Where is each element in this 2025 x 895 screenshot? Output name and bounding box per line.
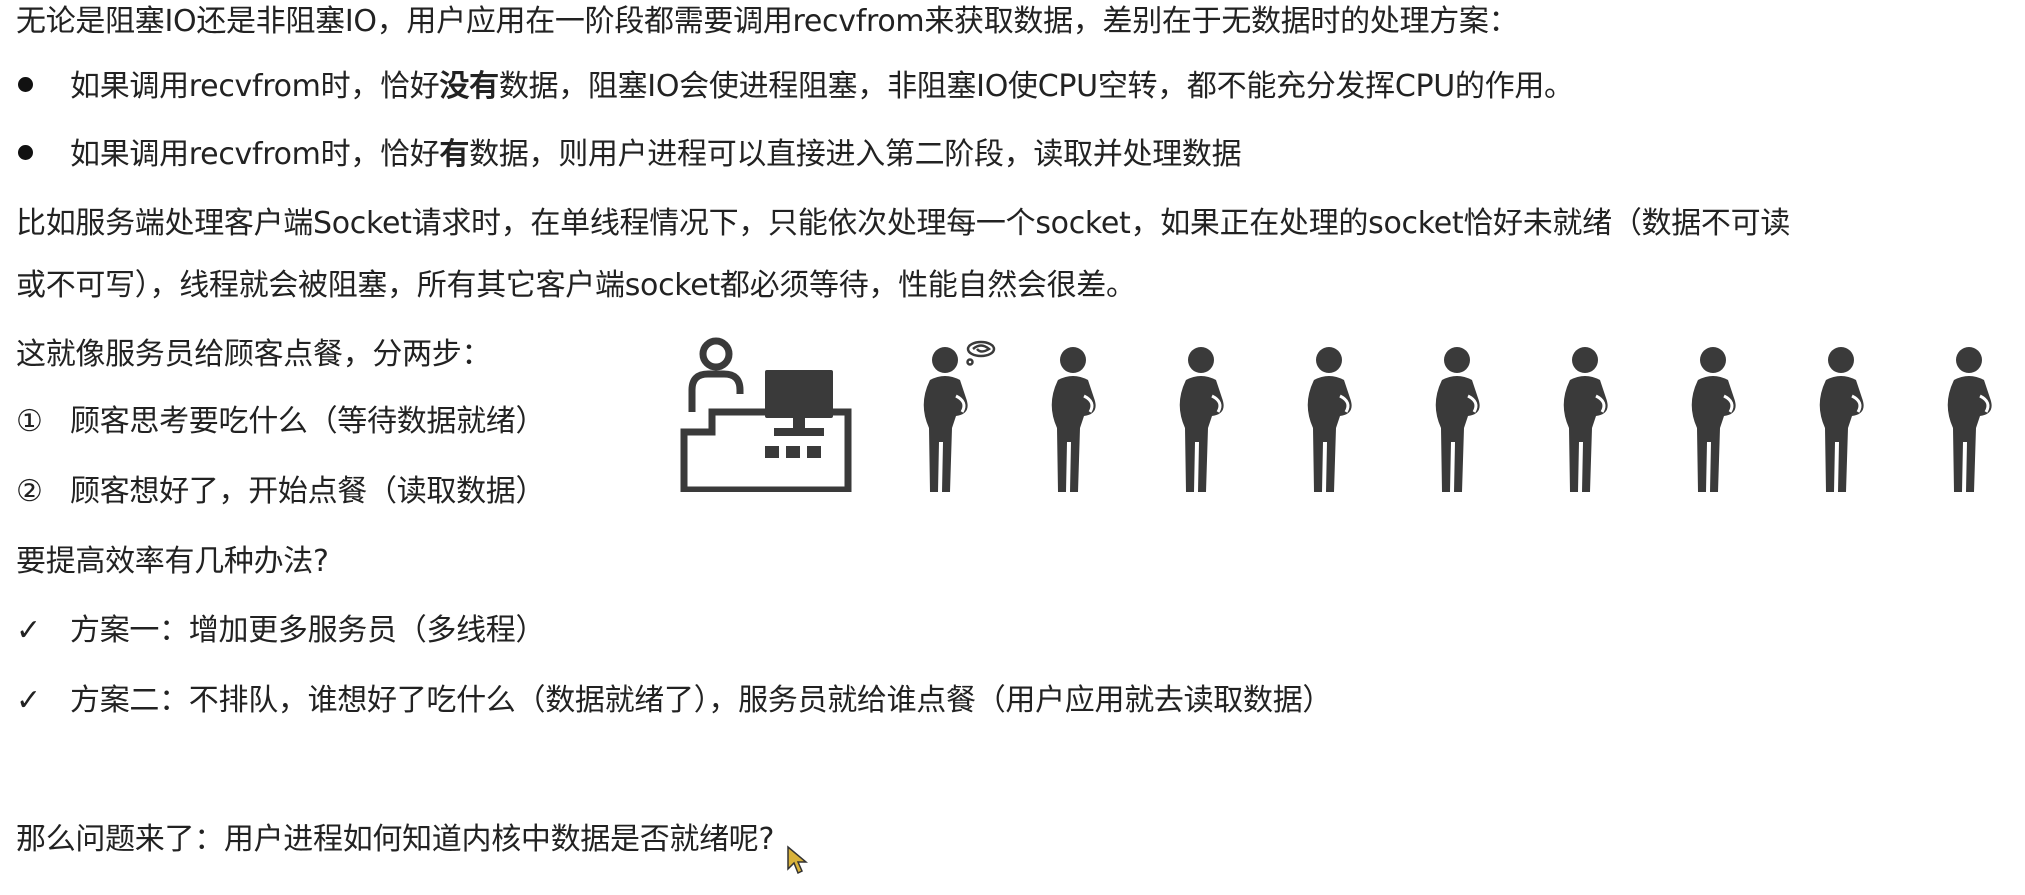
intro-text: 无论是阻塞IO还是非阻塞IO，用户应用在一阶段都需要调用recvfrom来获取数… <box>16 4 1519 39</box>
thinking-customer-icon <box>1306 345 1354 492</box>
solution-2: ✓方案二：不排队，谁想好了吃什么（数据就绪了），服务员就给谁点餐（用户应用就去读… <box>16 679 1332 723</box>
bullet-dot-icon <box>18 145 33 160</box>
queue-illustration <box>680 337 1994 492</box>
cursor-icon <box>787 845 808 875</box>
question-kernel-ready: 那么问题来了：用户进程如何知道内核中数据是否就绪呢? <box>16 822 775 857</box>
example-line-1: 比如服务端处理客户端Socket请求时，在单线程情况下，只能依次处理每一个soc… <box>16 206 1791 241</box>
thought-bubble-icon <box>966 340 996 366</box>
bullet-dot-icon <box>18 77 33 92</box>
solution-1: ✓方案一：增加更多服务员（多线程） <box>16 609 546 653</box>
thinking-customer-icon <box>1690 345 1738 492</box>
analogy-text: 这就像服务员给顾客点餐，分两步： <box>16 337 492 372</box>
bullet-has-data: 如果调用recvfrom时，恰好有数据，则用户进程可以直接进入第二阶段，读取并处… <box>16 133 1242 177</box>
thinking-customer-icon <box>1178 345 1226 492</box>
thinking-customer-icon <box>1818 345 1866 492</box>
example-line-2: 或不可写），线程就会被阻塞，所有其它客户端socket都必须等待，性能自然会很差… <box>16 268 1136 303</box>
bullet-no-data: 如果调用recvfrom时，恰好没有数据，阻塞IO会使进程阻塞，非阻塞IO使CP… <box>16 65 1574 109</box>
question-efficiency: 要提高效率有几种办法? <box>16 544 329 579</box>
thinking-customer-icon <box>1050 345 1098 492</box>
cashier-counter-icon <box>680 337 852 492</box>
thinking-customer-icon <box>1562 345 1610 492</box>
check-icon: ✓ <box>16 683 41 718</box>
thinking-customer-icon <box>923 347 968 492</box>
check-icon: ✓ <box>16 613 41 648</box>
thinking-customer-icon <box>1946 345 1994 492</box>
thinking-customer-icon <box>1434 345 1482 492</box>
